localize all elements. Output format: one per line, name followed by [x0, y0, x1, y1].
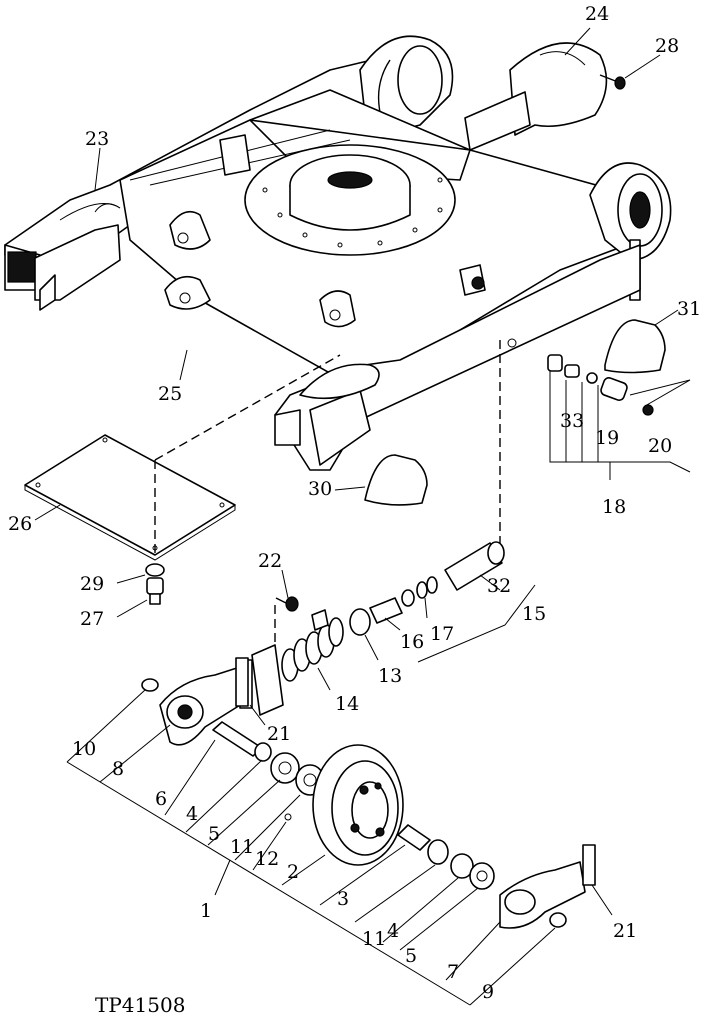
- yoke-7: [499, 844, 596, 929]
- callout-7: 7: [447, 961, 459, 983]
- shaft-3: [397, 824, 495, 890]
- callout-24: 24: [585, 3, 609, 25]
- callout-9: 9: [482, 981, 494, 1003]
- callout-22: 22: [258, 550, 282, 572]
- piston-16: [369, 576, 438, 624]
- callout-30: 30: [308, 478, 332, 500]
- ring-13: [349, 608, 371, 636]
- callout-2: 2: [287, 861, 299, 883]
- callout-29: 29: [80, 573, 104, 595]
- callout-15: 15: [522, 603, 546, 625]
- callout-5-lower: 5: [405, 945, 417, 967]
- callout-18: 18: [602, 496, 626, 518]
- callout-6: 6: [155, 788, 167, 810]
- callout-4-upper: 4: [186, 803, 198, 825]
- callout-11-upper: 11: [230, 836, 254, 858]
- grease-fitting-assembly: [507, 338, 691, 416]
- callout-16: 16: [400, 631, 424, 653]
- callout-13: 13: [378, 665, 402, 687]
- nut-10: [141, 678, 159, 692]
- plug-29-27: [145, 563, 165, 605]
- callout-11-lower: 11: [362, 928, 386, 950]
- callout-8: 8: [112, 758, 124, 780]
- callout-4-lower: 4: [387, 920, 399, 942]
- bolt-22: [275, 596, 299, 612]
- callout-1: 1: [200, 900, 212, 922]
- callout-27: 27: [80, 608, 104, 630]
- leader-lines: [34, 27, 679, 1006]
- callout-19: 19: [595, 427, 619, 449]
- callout-20: 20: [648, 435, 672, 457]
- callout-28: 28: [655, 35, 679, 57]
- callout-labels: 24 28 23 31 25 33 19 20 18 30 26 22 29 2…: [8, 3, 701, 1003]
- callout-31: 31: [677, 298, 701, 320]
- callout-10: 10: [72, 738, 96, 760]
- alignment-line: [154, 354, 341, 461]
- nut-9: [549, 912, 567, 928]
- callout-32: 32: [487, 575, 511, 597]
- cover-plate-26: [24, 434, 236, 561]
- callout-26: 26: [8, 513, 32, 535]
- track-guide-31: [604, 319, 666, 374]
- callout-25: 25: [158, 383, 182, 405]
- callout-21-lower: 21: [613, 920, 637, 942]
- callout-23: 23: [85, 128, 109, 150]
- callout-14: 14: [335, 693, 359, 715]
- cylinder-32: [444, 541, 505, 591]
- recoil-spring-14: [239, 609, 344, 716]
- callout-3: 3: [337, 888, 349, 910]
- callout-17: 17: [430, 623, 454, 645]
- front-idler-1: [284, 744, 404, 866]
- bolt-28: [599, 74, 626, 90]
- figure-code: TP41508: [95, 993, 185, 1017]
- yoke-8: [159, 657, 249, 746]
- track-frame: [4, 35, 672, 471]
- callout-33: 33: [560, 410, 584, 432]
- callout-5-upper: 5: [208, 823, 220, 845]
- callout-12: 12: [255, 848, 279, 870]
- track-guide-30: [364, 454, 428, 506]
- callout-21-upper: 21: [267, 723, 291, 745]
